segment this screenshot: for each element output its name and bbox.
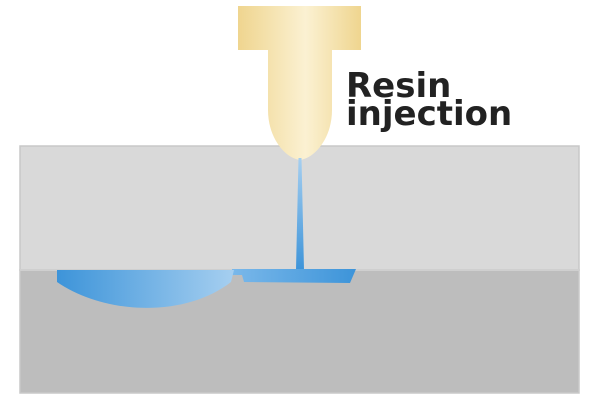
runner-channel bbox=[232, 269, 356, 283]
resin-stream bbox=[296, 158, 304, 270]
resin-injection-label: Resin injection bbox=[346, 66, 512, 134]
label-line-2: injection bbox=[346, 94, 512, 134]
label-line-1: Resin bbox=[346, 66, 451, 106]
injection-nozzle bbox=[238, 6, 361, 160]
part-cavity bbox=[57, 270, 234, 308]
